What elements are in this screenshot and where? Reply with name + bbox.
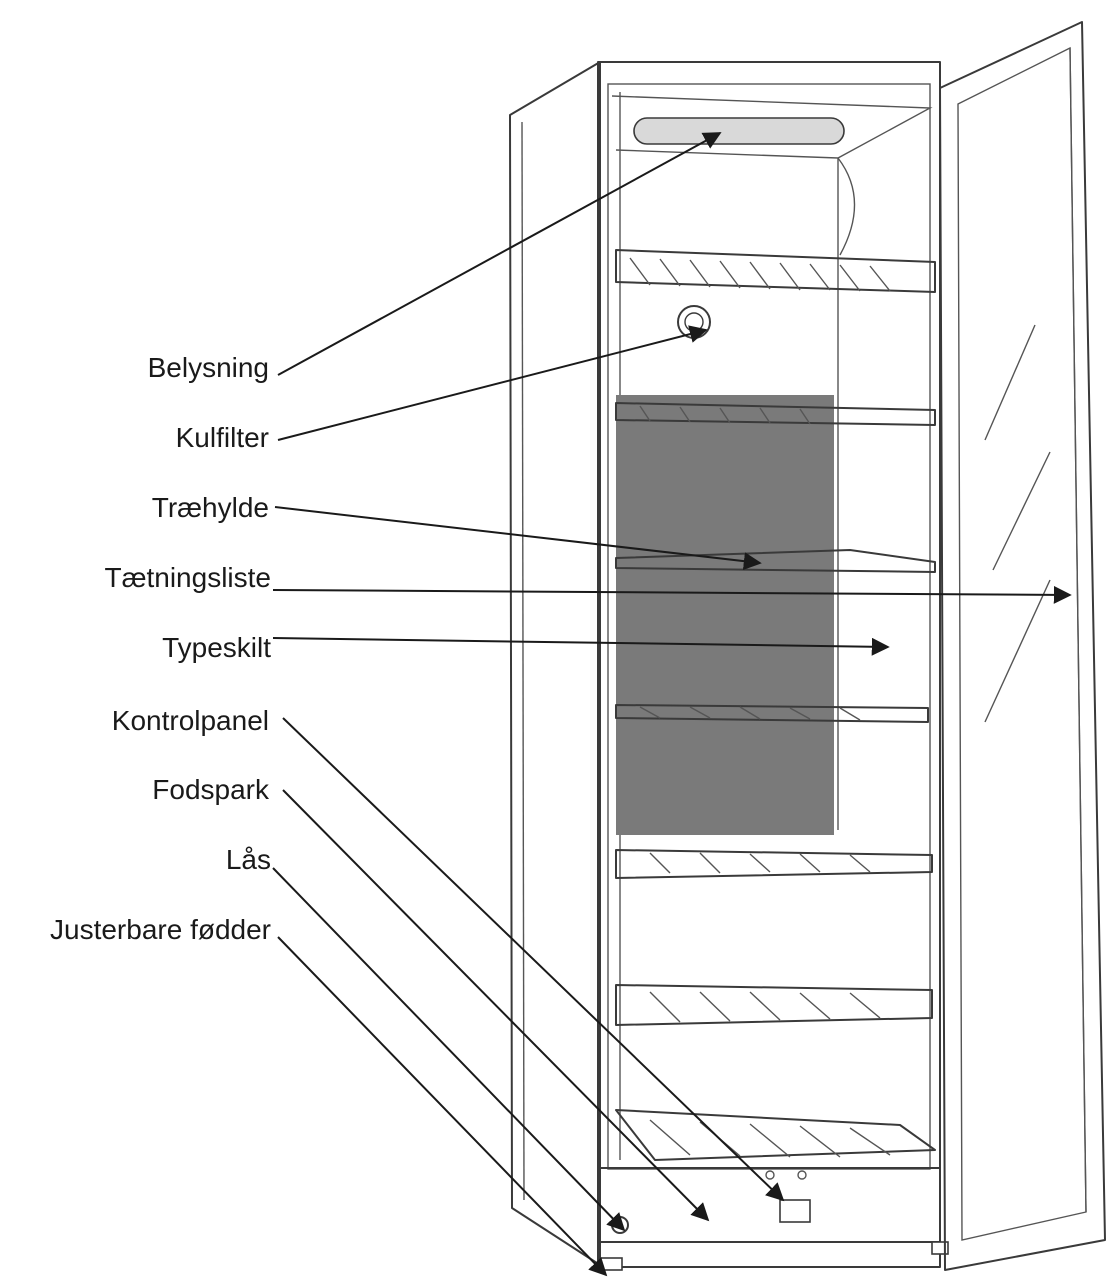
- wire-shelf-2: [615, 402, 936, 426]
- label-justerbare-foedder: Justerbare fødder: [50, 914, 271, 945]
- label-taetningsliste: Tætningsliste: [104, 562, 271, 593]
- wire-shelf-5: [615, 984, 933, 1026]
- label-laas: Lås: [225, 844, 271, 875]
- label-typeskilt: Typeskilt: [162, 632, 271, 663]
- glass-door: [939, 21, 1106, 1271]
- label-belysning: Belysning: [147, 352, 269, 383]
- kick-plate: [597, 1167, 941, 1243]
- leader-arrows: [272, 132, 1072, 1277]
- adjustable-feet: [599, 1241, 949, 1271]
- label-fodspark: Fodspark: [152, 774, 269, 805]
- label-traehylde: Træhylde: [151, 492, 269, 523]
- back-panel: [616, 395, 834, 835]
- wire-shelf-1: [615, 249, 936, 293]
- ceiling-area: [611, 95, 933, 830]
- bottom-bottle-rack: [615, 1109, 936, 1161]
- wire-shelf-4: [615, 849, 933, 879]
- door-seal: [1069, 47, 1087, 1213]
- light-bar: [633, 117, 845, 145]
- cabinet-side: [509, 61, 601, 1266]
- label-kulfilter: Kulfilter: [175, 422, 269, 453]
- wooden-shelf: [615, 549, 936, 573]
- label-kontrolpanel: Kontrolpanel: [111, 705, 269, 736]
- control-panel: [779, 1199, 811, 1223]
- wire-shelf-3: [615, 704, 929, 723]
